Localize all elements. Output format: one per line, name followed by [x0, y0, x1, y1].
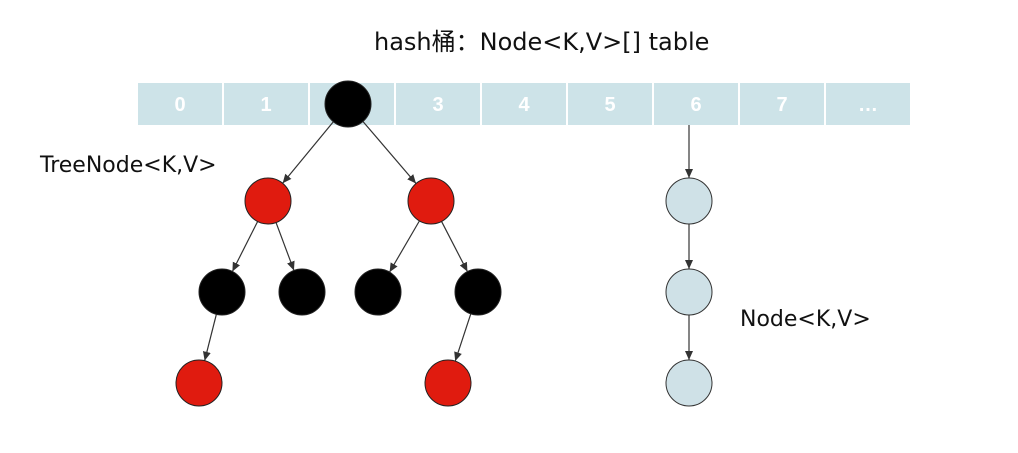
bucket-cell-bg	[396, 83, 480, 125]
bucket-cell-4: 4	[482, 83, 566, 125]
bucket-cell-3: 3	[396, 83, 480, 125]
tree-node-red-l1	[244, 177, 292, 225]
tree-node-label: TreeNode<K,V>	[39, 153, 217, 178]
tree-edge-r1-r1r	[441, 221, 468, 272]
bucket-cell-bg	[826, 83, 910, 125]
list-node-n3	[665, 359, 713, 407]
bucket-cell-1: 1	[224, 83, 308, 125]
bucket-array: 01234567…	[138, 83, 910, 125]
tree-edge-l1l-l1ll	[202, 314, 217, 361]
bucket-cell-bg	[224, 83, 308, 125]
tree-node-black-l1r	[278, 268, 326, 316]
bucket-index-label: 5	[604, 94, 615, 116]
list-node-label: Node<K,V>	[740, 307, 871, 332]
bucket-index-label: 7	[776, 94, 787, 116]
bucket-index-label: 6	[690, 94, 701, 116]
tree-edge-l1-l1l	[231, 221, 259, 272]
edges	[202, 121, 693, 362]
bucket-cell-bg	[482, 83, 566, 125]
bucket-index-label: …	[858, 94, 878, 116]
bucket-index-label: 1	[260, 94, 271, 116]
bucket-cell-bg	[568, 83, 652, 125]
tree-node-black-r1l	[354, 268, 402, 316]
list-node-n2	[665, 268, 713, 316]
tree-node-black-r1r	[454, 268, 502, 316]
bucket-index-label: 4	[518, 94, 530, 116]
bucket-cell-6: 6	[654, 83, 738, 125]
tree-edge-root-l1	[282, 121, 334, 184]
bucket-index-label: 0	[174, 94, 185, 116]
tree-node-red-l1ll	[175, 359, 223, 407]
list-node-n1	[665, 177, 713, 225]
bucket-cell-5: 5	[568, 83, 652, 125]
tree-edge-r1-r1l	[389, 220, 420, 273]
bucket-cell-bg	[740, 83, 824, 125]
tree-node-black-root	[324, 80, 372, 128]
tree-node-red-r1rl	[424, 359, 472, 407]
bucket-cell-0: 0	[138, 83, 222, 125]
tree-node-red-r1	[407, 177, 455, 225]
diagram-title: hash桶：Node<K,V>[] table	[374, 28, 709, 56]
tree-node-black-l1l	[198, 268, 246, 316]
tree-edge-r1r-r1rl	[454, 313, 472, 362]
nodes	[175, 80, 713, 407]
bucket-cell-8: …	[826, 83, 910, 125]
bucket-cell-bg	[654, 83, 738, 125]
tree-edge-root-r1	[362, 121, 417, 184]
bucket-cell-7: 7	[740, 83, 824, 125]
tree-edge-l1-l1r	[275, 222, 295, 271]
bucket-cell-bg	[138, 83, 222, 125]
bucket-index-label: 3	[432, 94, 443, 116]
